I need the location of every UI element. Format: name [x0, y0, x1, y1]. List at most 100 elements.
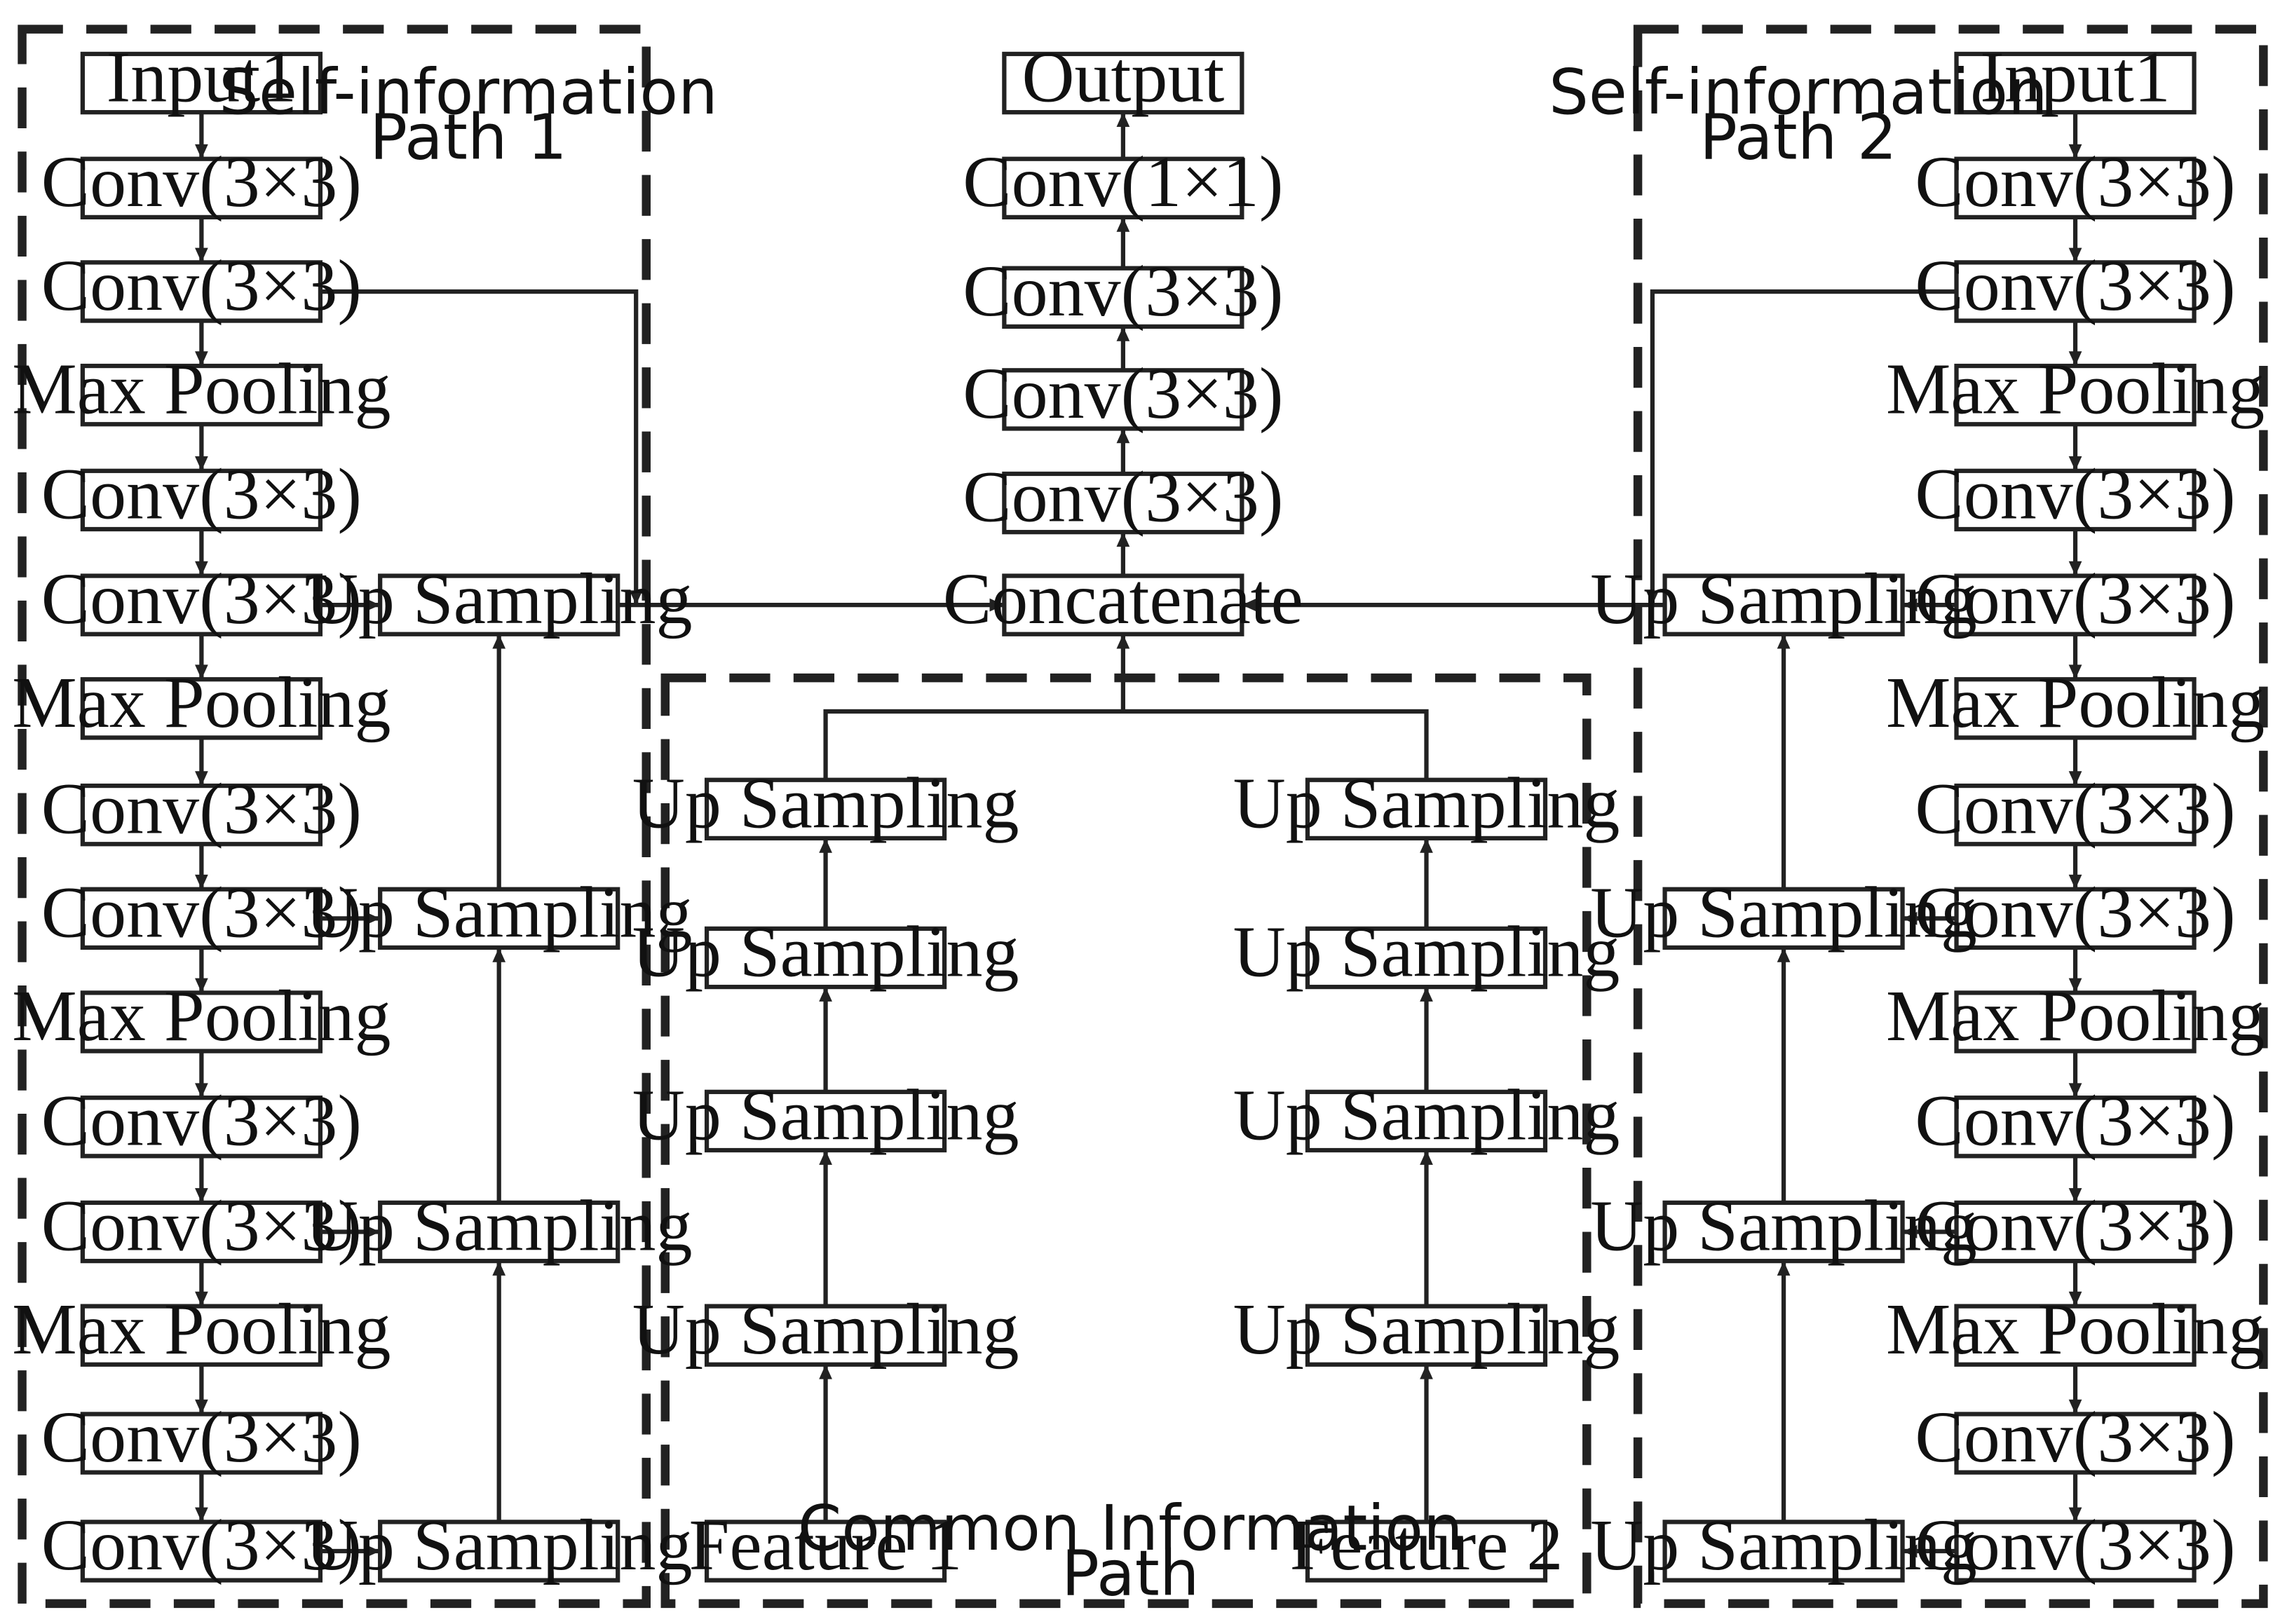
path1-conv-3-3-11-box: Conv(3×3) — [41, 1081, 362, 1161]
path2-conv-3-3-14-box-label: Conv(3×3) — [1915, 1397, 2235, 1478]
path1-conv-3-3-8-box: Conv(3×3) — [41, 769, 362, 849]
path2-max-pooling-4-box-frame — [1954, 363, 2197, 427]
path1-conv-3-3-5-box: Conv(3×3) — [41, 453, 362, 534]
path2-conv-3-3-2-box: Conv(3×3) — [1915, 142, 2235, 222]
path1-long-skip-arrow-arrowhead — [629, 590, 643, 606]
path1-encoder-arrow-12-arrowhead — [195, 1291, 208, 1306]
path2-path-label-line-1: Self-information — [1549, 56, 2048, 129]
center-conv-1-1-1-box: Conv(1×1) — [963, 142, 1283, 222]
common-left-up-sampling-1-box-frame — [704, 777, 947, 841]
path2-up-sampling-1-box-frame — [1662, 573, 1905, 636]
path2-encoder-arrow-3-arrowhead — [2068, 351, 2082, 367]
path1-conv-3-3-3-box: Conv(3×3) — [41, 245, 362, 326]
path2-conv-3-3-6-box-label: Conv(3×3) — [1915, 559, 2235, 639]
concatenate-box-frame — [1002, 573, 1244, 636]
path2-conv-3-3-12-box-label: Conv(3×3) — [1915, 1185, 2235, 1266]
path1-conv-3-3-14-box-frame — [80, 1412, 323, 1475]
path2-input1-1-box-label: Input1 — [1980, 36, 2171, 117]
center-conv-3-3-3-box-label: Conv(3×3) — [963, 353, 1283, 434]
path1-upsampling-chain-arrow-2-arrowhead — [492, 947, 506, 962]
path1-up-sampling-3-box-label: Up Sampling — [306, 1185, 693, 1266]
common-right-up-sampling-3-box-frame — [1305, 1089, 1548, 1153]
feature-1-box-frame — [704, 1520, 947, 1583]
path2-up-sampling-2-box-label: Up Sampling — [1590, 872, 1977, 953]
path2-conv-3-3-2-box-label: Conv(3×3) — [1915, 142, 2235, 222]
path2-to-concatenate-arrow-arrowhead — [1242, 598, 1257, 612]
path1-skip-arrow-2-arrowhead — [365, 911, 381, 925]
path1-conv-3-3-8-box-label: Conv(3×3) — [41, 769, 362, 849]
common-left-up-sampling-1-box: Up Sampling — [632, 763, 1019, 843]
path2-conv-3-3-8-box-frame — [1954, 783, 2197, 847]
path1-max-pooling-10-box-frame — [80, 990, 323, 1053]
common-left-chain-arrow-2-arrowhead — [819, 1150, 832, 1165]
common-information-path-region — [660, 673, 1592, 1609]
path2-up-sampling-2-box-frame — [1662, 887, 1905, 950]
path1-skip-arrow-4-arrowhead — [365, 1544, 381, 1558]
path2-encoder-arrow-14-arrowhead — [2068, 1507, 2082, 1522]
common-left-up-sampling-4-box: Up Sampling — [632, 1289, 1019, 1370]
path2-conv-3-3-2-box-frame — [1954, 156, 2197, 220]
concatenate-box-label: Concatenate — [943, 559, 1303, 639]
path2-path-label-line-2: Path 2 — [1699, 102, 1897, 175]
path1-conv-3-3-12-box-frame — [80, 1200, 323, 1264]
path1-path-label-line-2: Path 1 — [369, 102, 567, 175]
path2-encoder-arrow-5-arrowhead — [2068, 561, 2082, 576]
path2-max-pooling-13-box-frame — [1954, 1304, 2197, 1367]
center-stack-arrow-2-arrowhead — [1116, 428, 1130, 444]
path2-up-sampling-3-box-label: Up Sampling — [1590, 1185, 1977, 1266]
feature-2-box-label: Feature 2 — [1290, 1505, 1563, 1585]
common-right-chain-arrow-4-arrowhead — [1420, 838, 1433, 853]
path1-long-skip-arrow — [320, 289, 639, 606]
center-conv-3-3-4-box-frame — [1002, 471, 1244, 535]
feature-1-box-label: Feature 1 — [689, 1505, 963, 1585]
path1-up-sampling-4-box-frame — [378, 1520, 620, 1583]
common-left-up-sampling-3-box: Up Sampling — [632, 1074, 1019, 1155]
common-right-chain-arrow-1-arrowhead — [1420, 1364, 1433, 1379]
path2-up-sampling-4-box: Up Sampling — [1590, 1505, 1977, 1585]
path1-conv-3-3-9-box-label: Conv(3×3) — [41, 872, 362, 953]
path2-max-pooling-7-box-label: Max Pooling — [1886, 662, 2265, 743]
common-merge-line — [823, 709, 1429, 780]
common-right-up-sampling-3-box: Up Sampling — [1233, 1074, 1620, 1155]
path2-encoder-arrow-12-arrowhead — [2068, 1291, 2082, 1306]
path2-conv-3-3-11-box-label: Conv(3×3) — [1915, 1081, 2235, 1161]
common-left-up-sampling-4-box-frame — [704, 1304, 947, 1367]
path1-encoder-arrow-2-arrowhead — [195, 247, 208, 263]
path2-up-sampling-1-box-label: Up Sampling — [1590, 559, 1977, 639]
path1-max-pooling-10-box-label: Max Pooling — [12, 976, 391, 1056]
path2-encoder-arrow-2-arrowhead — [2068, 247, 2082, 263]
path1-up-sampling-4-box: Up Sampling — [306, 1505, 693, 1585]
path2-max-pooling-13-box-label: Max Pooling — [1886, 1289, 2265, 1370]
path2-encoder-arrow-10-arrowhead — [2068, 1083, 2082, 1098]
center-conv-3-3-2-box: Conv(3×3) — [963, 251, 1283, 332]
path2-max-pooling-7-box-frame — [1954, 677, 2197, 740]
common-left-up-sampling-2-box-frame — [704, 926, 947, 990]
path1-conv-3-3-12-box-label: Conv(3×3) — [41, 1185, 362, 1266]
path2-conv-3-3-8-box-label: Conv(3×3) — [1915, 769, 2235, 849]
common-left-up-sampling-3-box-label: Up Sampling — [632, 1074, 1019, 1155]
path1-conv-3-3-15-box: Conv(3×3) — [41, 1505, 362, 1585]
path2-encoder-arrow-1-arrowhead — [2068, 144, 2082, 159]
path1-conv-3-3-14-box-label: Conv(3×3) — [41, 1397, 362, 1478]
path2-conv-3-3-8-box: Conv(3×3) — [1915, 769, 2235, 849]
path1-encoder-arrow-13-arrowhead — [195, 1399, 208, 1414]
path2-encoder-arrow-8-arrowhead — [2068, 874, 2082, 889]
common-left-up-sampling-2-box-label: Up Sampling — [632, 911, 1019, 992]
path2-conv-3-3-5-box-label: Conv(3×3) — [1915, 453, 2235, 534]
path2-conv-3-3-9-box-label: Conv(3×3) — [1915, 872, 2235, 953]
path1-conv-3-3-6-box-label: Conv(3×3) — [41, 559, 362, 639]
common-right-up-sampling-1-box-frame — [1305, 777, 1548, 841]
path1-up-sampling-1-box-frame — [378, 573, 620, 636]
path2-skip-arrow-2-arrowhead — [1902, 911, 1918, 925]
common-right-up-sampling-2-box-label: Up Sampling — [1233, 911, 1620, 992]
path1-up-sampling-1-box-label: Up Sampling — [306, 559, 693, 639]
path1-input1-1-box: Input1 — [80, 36, 323, 117]
path2-conv-3-3-9-box-frame — [1954, 887, 2197, 950]
path2-conv-3-3-6-box: Conv(3×3) — [1915, 559, 2235, 639]
path2-up-sampling-4-box-frame — [1662, 1520, 1905, 1583]
path1-up-sampling-3-box: Up Sampling — [306, 1185, 693, 1266]
center-conv-3-3-3-box-frame — [1002, 368, 1244, 431]
